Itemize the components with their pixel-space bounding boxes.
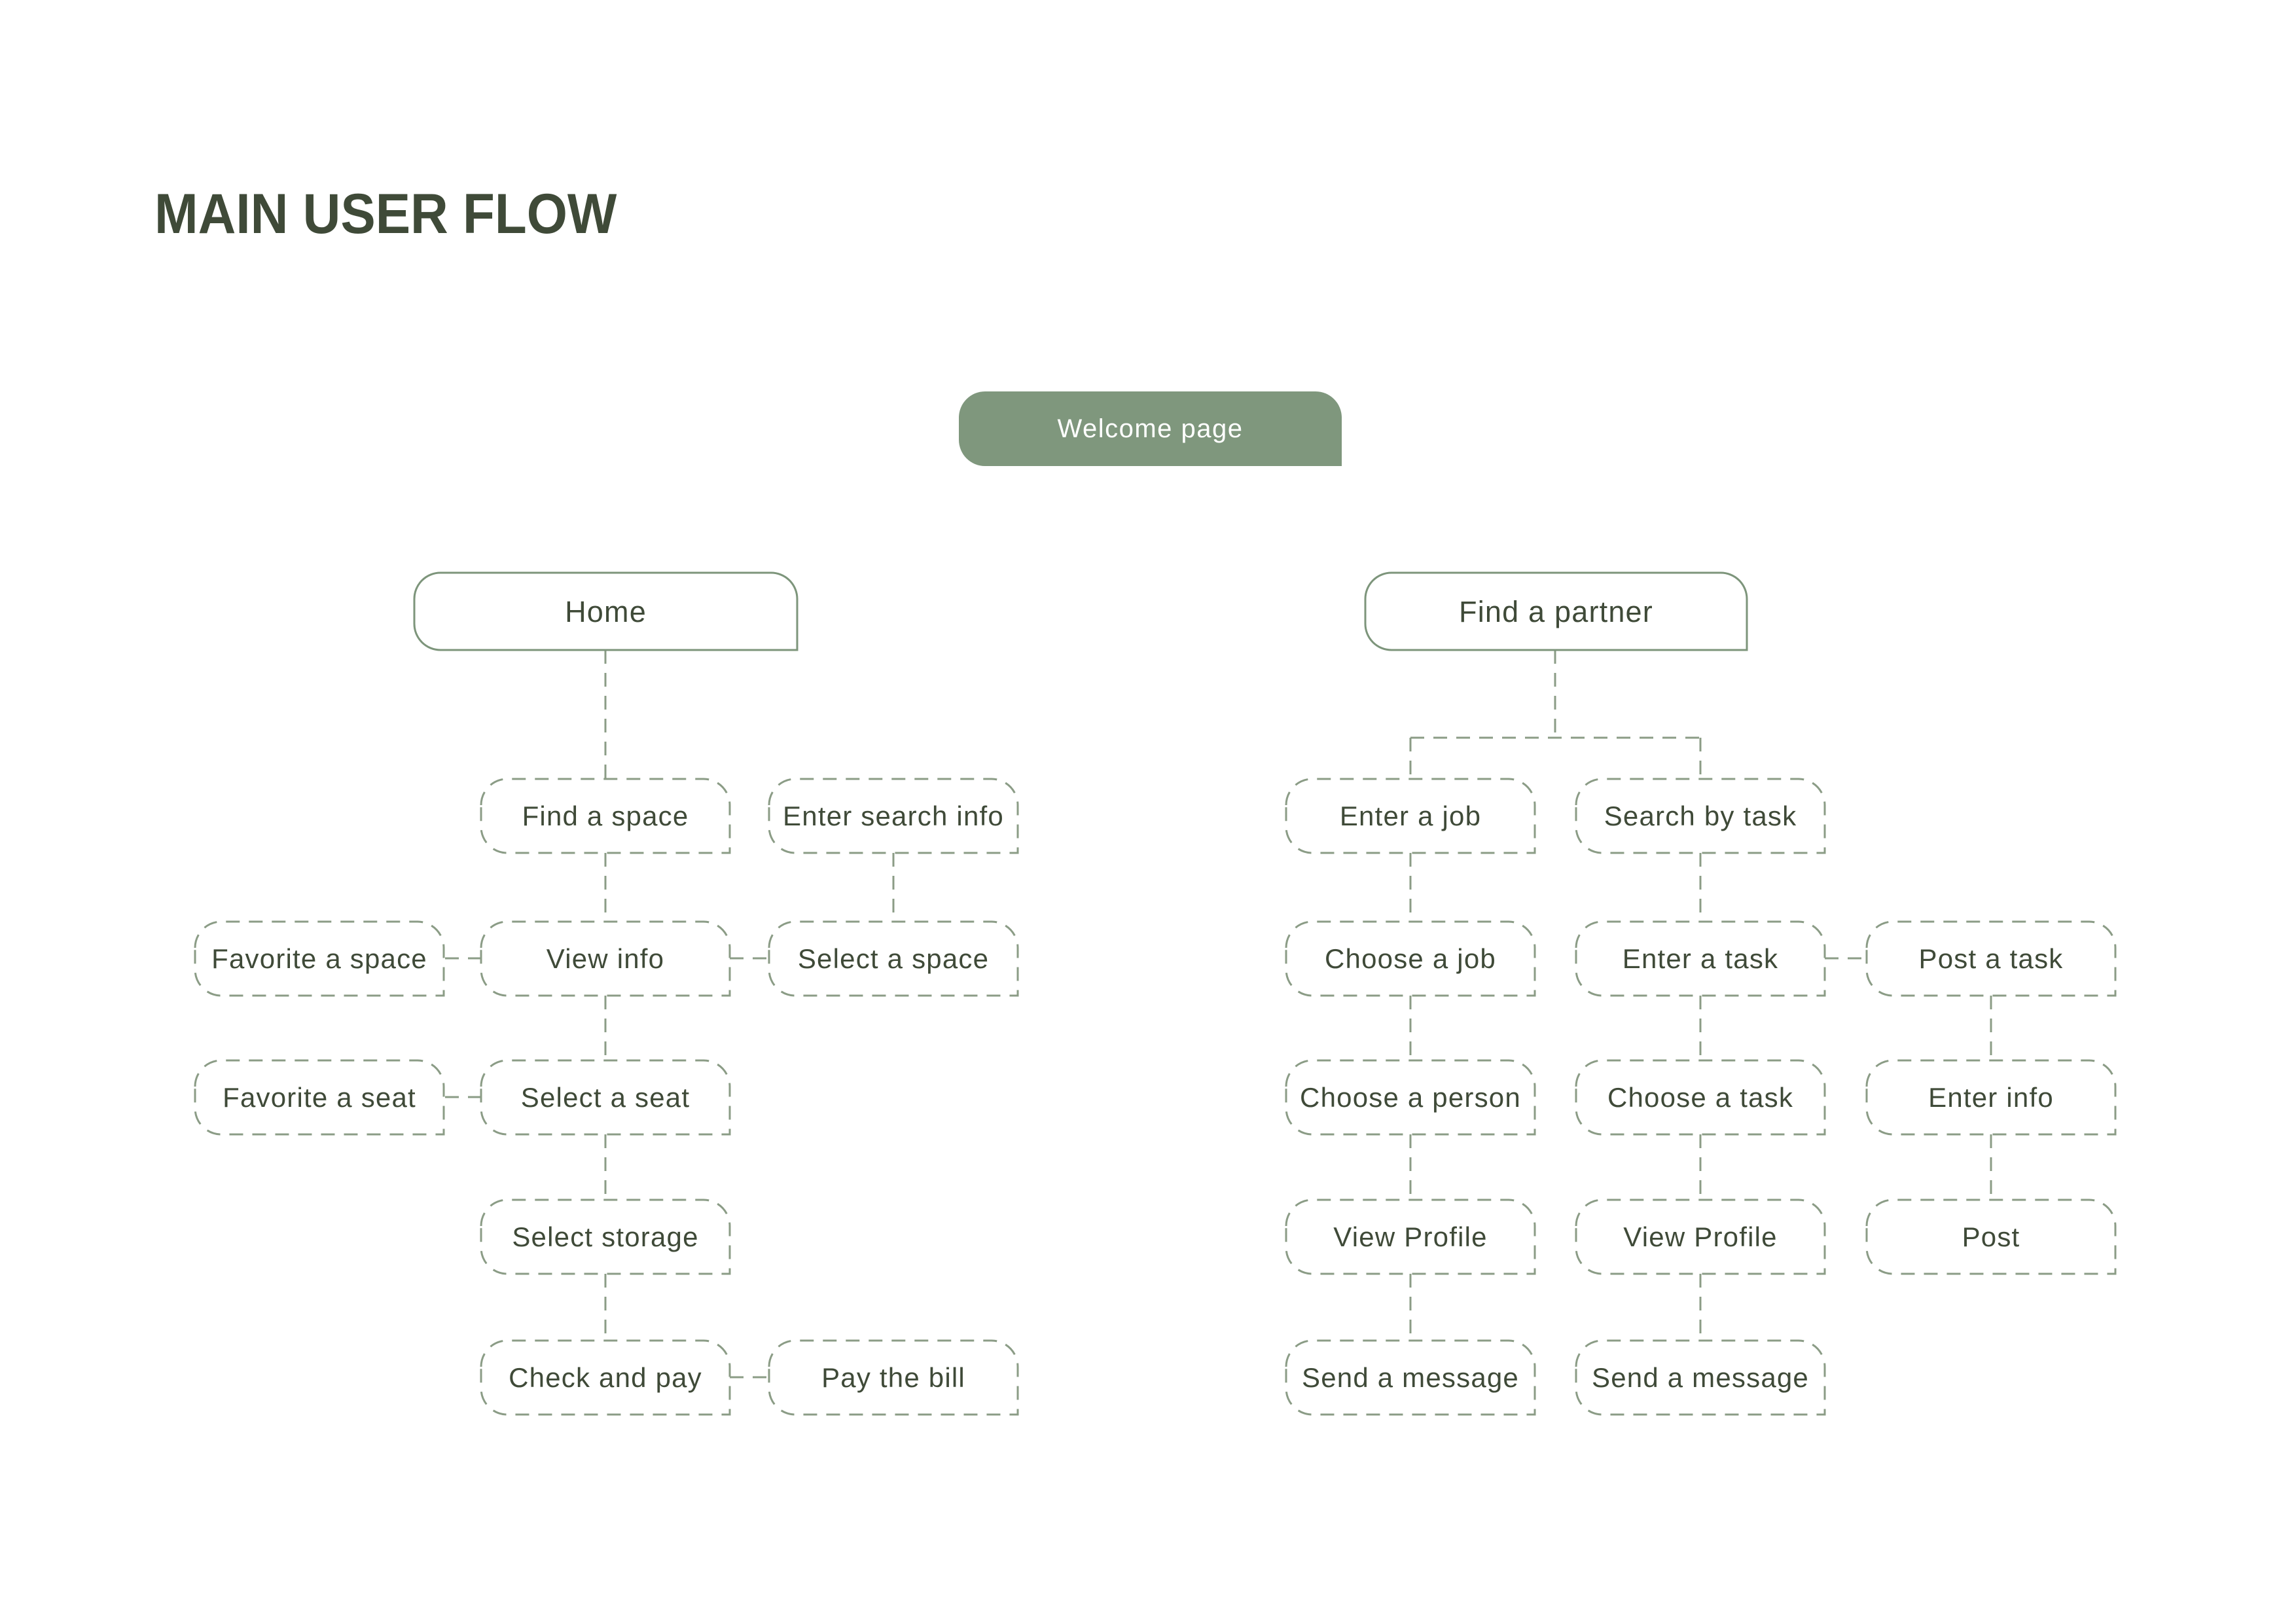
flow-node-post: Post [1867,1200,2115,1274]
flow-node-welcome-page-outline [959,391,1342,466]
flow-node-pay-the-bill: Pay the bill [769,1341,1018,1415]
flow-node-welcome-page: Welcome page [959,391,1342,466]
flow-node-post-a-task: Post a task [1867,922,2115,996]
flow-node-search-by-task: Search by task [1576,779,1825,853]
page-title: MAIN USER FLOW [154,183,617,245]
flow-node-select-a-seat-outline [480,1059,731,1136]
flow-node-select-a-space-outline [768,920,1019,997]
flow-node-label: Find a space [522,800,689,831]
flow-node-label: Post [1962,1221,2020,1252]
flow-node-label: Favorite a seat [223,1081,416,1113]
flow-node-label: Find a partner [1459,594,1653,628]
flow-node-label: Check and pay [509,1362,702,1393]
flow-node-label: Select storage [512,1221,699,1252]
flow-node-choose-a-job: Choose a job [1286,922,1535,996]
flow-node-label: Post a task [1918,943,2064,974]
flow-node-favorite-a-seat: Favorite a seat [195,1060,444,1134]
flow-node-label: Home [565,594,647,628]
flow-node-favorite-a-space-outline [194,920,445,997]
flow-node-enter-info: Enter info [1867,1060,2115,1134]
flow-node-post-outline [1865,1199,2117,1275]
flow-node-view-info-outline [480,920,731,997]
flow-node-enter-search-info-outline [768,778,1019,854]
flow-node-choose-a-person: Choose a person [1286,1060,1535,1134]
flow-node-label: Search by task [1604,800,1797,831]
flow-node-find-a-partner-outline [1364,571,1748,651]
flow-node-check-and-pay: Check and pay [481,1341,730,1415]
flow-node-choose-a-task-outline [1575,1059,1826,1136]
flow-node-select-storage: Select storage [481,1200,730,1274]
flow-node-label: View Profile [1623,1221,1778,1252]
flow-node-enter-a-task: Enter a task [1576,922,1825,996]
flow-node-home-outline [413,571,798,651]
flow-node-label: Send a message [1591,1362,1809,1393]
flow-node-send-a-message-task-outline [1575,1339,1826,1416]
flow-node-favorite-a-space: Favorite a space [195,922,444,996]
flow-node-label: Pay the bill [821,1362,965,1393]
flow-node-check-and-pay-outline [480,1339,731,1416]
flow-node-view-profile-job: View Profile [1286,1200,1535,1274]
flow-node-choose-a-job-outline [1285,920,1536,997]
flow-node-label: Favorite a space [211,943,427,974]
flow-node-home: Home [414,573,797,650]
flow-node-label: View info [546,943,665,974]
flow-node-find-a-space: Find a space [481,779,730,853]
flow-node-label: Choose a person [1300,1081,1521,1113]
flow-node-label: Choose a job [1325,943,1496,974]
flow-node-post-a-task-outline [1865,920,2117,997]
flow-node-label: Choose a task [1607,1081,1794,1113]
flow-node-find-a-partner: Find a partner [1365,573,1747,650]
flow-node-view-profile-task: View Profile [1576,1200,1825,1274]
flow-node-select-a-space: Select a space [769,922,1018,996]
flow-node-label: Select a seat [520,1081,691,1113]
flow-node-view-info: View info [481,922,730,996]
flow-node-select-storage-outline [480,1199,731,1275]
flow-node-label: View Profile [1333,1221,1488,1252]
flow-node-choose-a-task: Choose a task [1576,1060,1825,1134]
flow-node-label: Enter search info [783,800,1004,831]
flow-node-select-a-seat: Select a seat [481,1060,730,1134]
flow-node-enter-a-job-outline [1285,778,1536,854]
flow-node-view-profile-task-outline [1575,1199,1826,1275]
flow-node-send-a-message-task: Send a message [1576,1341,1825,1415]
flow-node-label: Enter a job [1339,800,1482,831]
flow-node-enter-search-info: Enter search info [769,779,1018,853]
flow-node-label: Welcome page [1057,414,1244,443]
flow-node-search-by-task-outline [1575,778,1826,854]
flow-node-label: Send a message [1301,1362,1519,1393]
flow-node-favorite-a-seat-outline [194,1059,445,1136]
flow-node-pay-the-bill-outline [768,1339,1019,1416]
flow-node-enter-info-outline [1865,1059,2117,1136]
flow-node-send-a-message-job-outline [1285,1339,1536,1416]
flow-node-send-a-message-job: Send a message [1286,1341,1535,1415]
flow-node-label: Enter info [1928,1081,2054,1113]
flow-node-enter-a-task-outline [1575,920,1826,997]
flow-node-label: Enter a task [1622,943,1779,974]
flow-node-enter-a-job: Enter a job [1286,779,1535,853]
flow-node-find-a-space-outline [480,778,731,854]
flow-node-choose-a-person-outline [1285,1059,1536,1136]
flow-node-view-profile-job-outline [1285,1199,1536,1275]
flow-node-label: Select a space [797,943,990,974]
